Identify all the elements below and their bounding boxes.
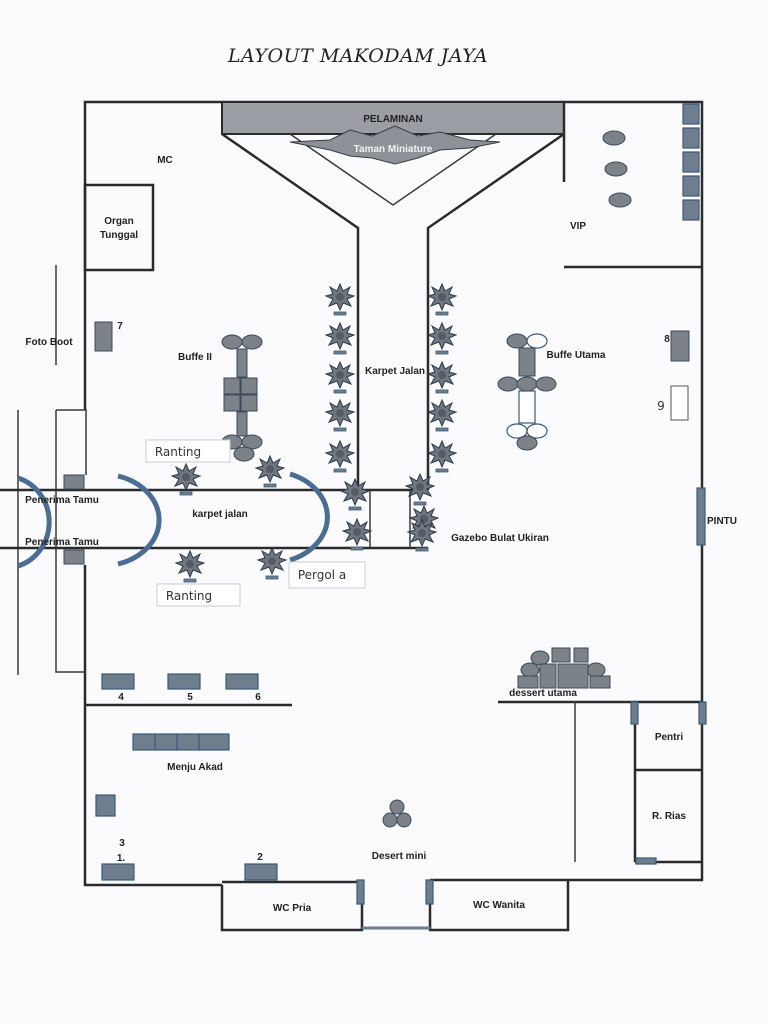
svg-text:Pergol a: Pergol a [298, 568, 346, 582]
penerima-tamu-label-1: Penerima Tamu [25, 495, 99, 506]
penerima-desk-top [63, 474, 85, 490]
item-3 [95, 794, 116, 817]
organ-label-1: Organ [104, 216, 133, 227]
dessert-utama-label: dessert utama [509, 688, 577, 699]
number-9: 9 [657, 399, 665, 413]
plan-title: LAYOUT MAKODAM JAYA [227, 45, 488, 67]
item-7 [94, 321, 113, 352]
vip-label: VIP [570, 221, 586, 232]
taman-label: Taman Miniature [354, 144, 433, 155]
item-9 [670, 385, 689, 421]
pelaminan-label: PELAMINAN [363, 114, 422, 125]
rias-label: R. Rias [652, 811, 686, 822]
item-8 [670, 330, 690, 362]
plant-row-left [325, 283, 355, 473]
item-1 [101, 863, 135, 881]
gazebo-label: Gazebo Bulat Ukiran [451, 533, 549, 544]
vip-seats [602, 103, 700, 221]
wc-wanita-label: WC Wanita [473, 900, 525, 911]
wc-rooms [220, 878, 570, 932]
callout-ranting-top: Ranting [145, 439, 231, 463]
number-2: 2 [257, 852, 263, 863]
svg-text:Ranting: Ranting [166, 589, 212, 603]
dessert-utama-tables [517, 647, 611, 689]
buffe-utama-label: Buffe Utama [547, 350, 606, 361]
item-2 [244, 863, 278, 881]
pintu-door [696, 487, 706, 546]
pintu-label: PINTU [707, 516, 737, 527]
wc-pria-label: WC Pria [273, 903, 312, 914]
lower-walls [86, 700, 707, 865]
penerima-tamu-label-2: Penerima Tamu [25, 537, 99, 548]
number-6: 6 [255, 692, 261, 703]
karpet-jalan-vertical-label: Karpet Jalan [365, 366, 425, 377]
pergola-arches [17, 471, 330, 569]
menju-akad-label: Menju Akad [167, 762, 223, 773]
buffe-ii-label: Buffe II [178, 352, 212, 363]
penerima-desk-bottom [63, 549, 85, 565]
callout-ranting-bottom: Ranting [156, 583, 241, 607]
pelaminan-area: PELAMINAN Taman Miniature [221, 101, 565, 490]
number-4: 4 [118, 692, 124, 703]
mc-label: MC [157, 155, 173, 166]
foto-boot-label: Foto Boot [25, 337, 73, 348]
number-8: 8 [664, 334, 670, 345]
desert-mini-tables [382, 799, 412, 828]
organ-label-2: Tunggal [100, 230, 138, 241]
organ-tunggal-room [83, 183, 155, 272]
number-5: 5 [187, 692, 193, 703]
desert-mini-label: Desert mini [372, 851, 427, 862]
svg-text:Ranting: Ranting [155, 445, 201, 459]
buffe-utama-tables [497, 333, 557, 451]
number-1: 1. [117, 853, 126, 864]
menju-akad-table [132, 733, 230, 751]
tables-4-5-6 [101, 673, 259, 690]
pentri-label: Pentri [655, 732, 684, 743]
number-3: 3 [119, 838, 125, 849]
number-7: 7 [117, 321, 123, 332]
callout-pergola: Pergol a [288, 561, 366, 589]
taman-miniature-shape [289, 125, 501, 165]
buffe-ii-tables [221, 334, 263, 462]
karpet-jalan-horizontal-label: karpet jalan [192, 509, 248, 520]
plant-row-right [427, 283, 457, 473]
